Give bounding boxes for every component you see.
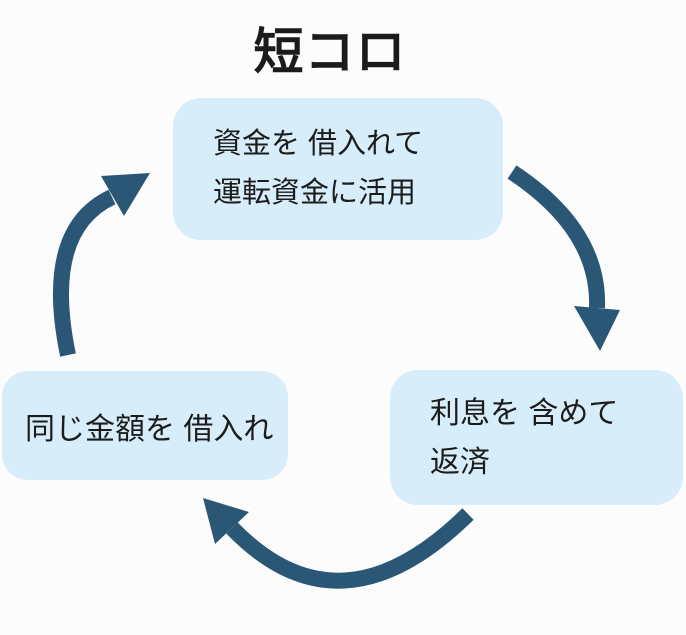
arrowhead-borrow-to-repay-icon <box>574 306 620 351</box>
node-line: 返済 <box>430 446 490 479</box>
arrow-reborrow-to-borrow-icon <box>52 189 116 357</box>
node-reborrow-same-amount: 同じ金額を 借入れ <box>2 371 288 480</box>
node-line: 利息を 含めて <box>430 397 619 430</box>
arrow-repay-to-reborrow-icon <box>226 508 474 589</box>
node-repay-with-interest: 利息を 含めて 返済 <box>390 370 683 505</box>
node-line: 運転資金に活用 <box>213 177 417 209</box>
arrowhead-repay-to-reborrow-icon <box>203 498 249 544</box>
node-borrow-funds: 資金を 借入れて 運転資金に活用 <box>173 98 503 240</box>
arrowhead-reborrow-to-borrow-icon <box>101 173 150 216</box>
arrow-borrow-to-repay-icon <box>507 165 606 309</box>
node-line: 同じ金額を 借入れ <box>25 412 274 446</box>
node-line: 資金を 借入れて <box>213 128 424 160</box>
diagram-title: 短コロ <box>253 24 407 80</box>
